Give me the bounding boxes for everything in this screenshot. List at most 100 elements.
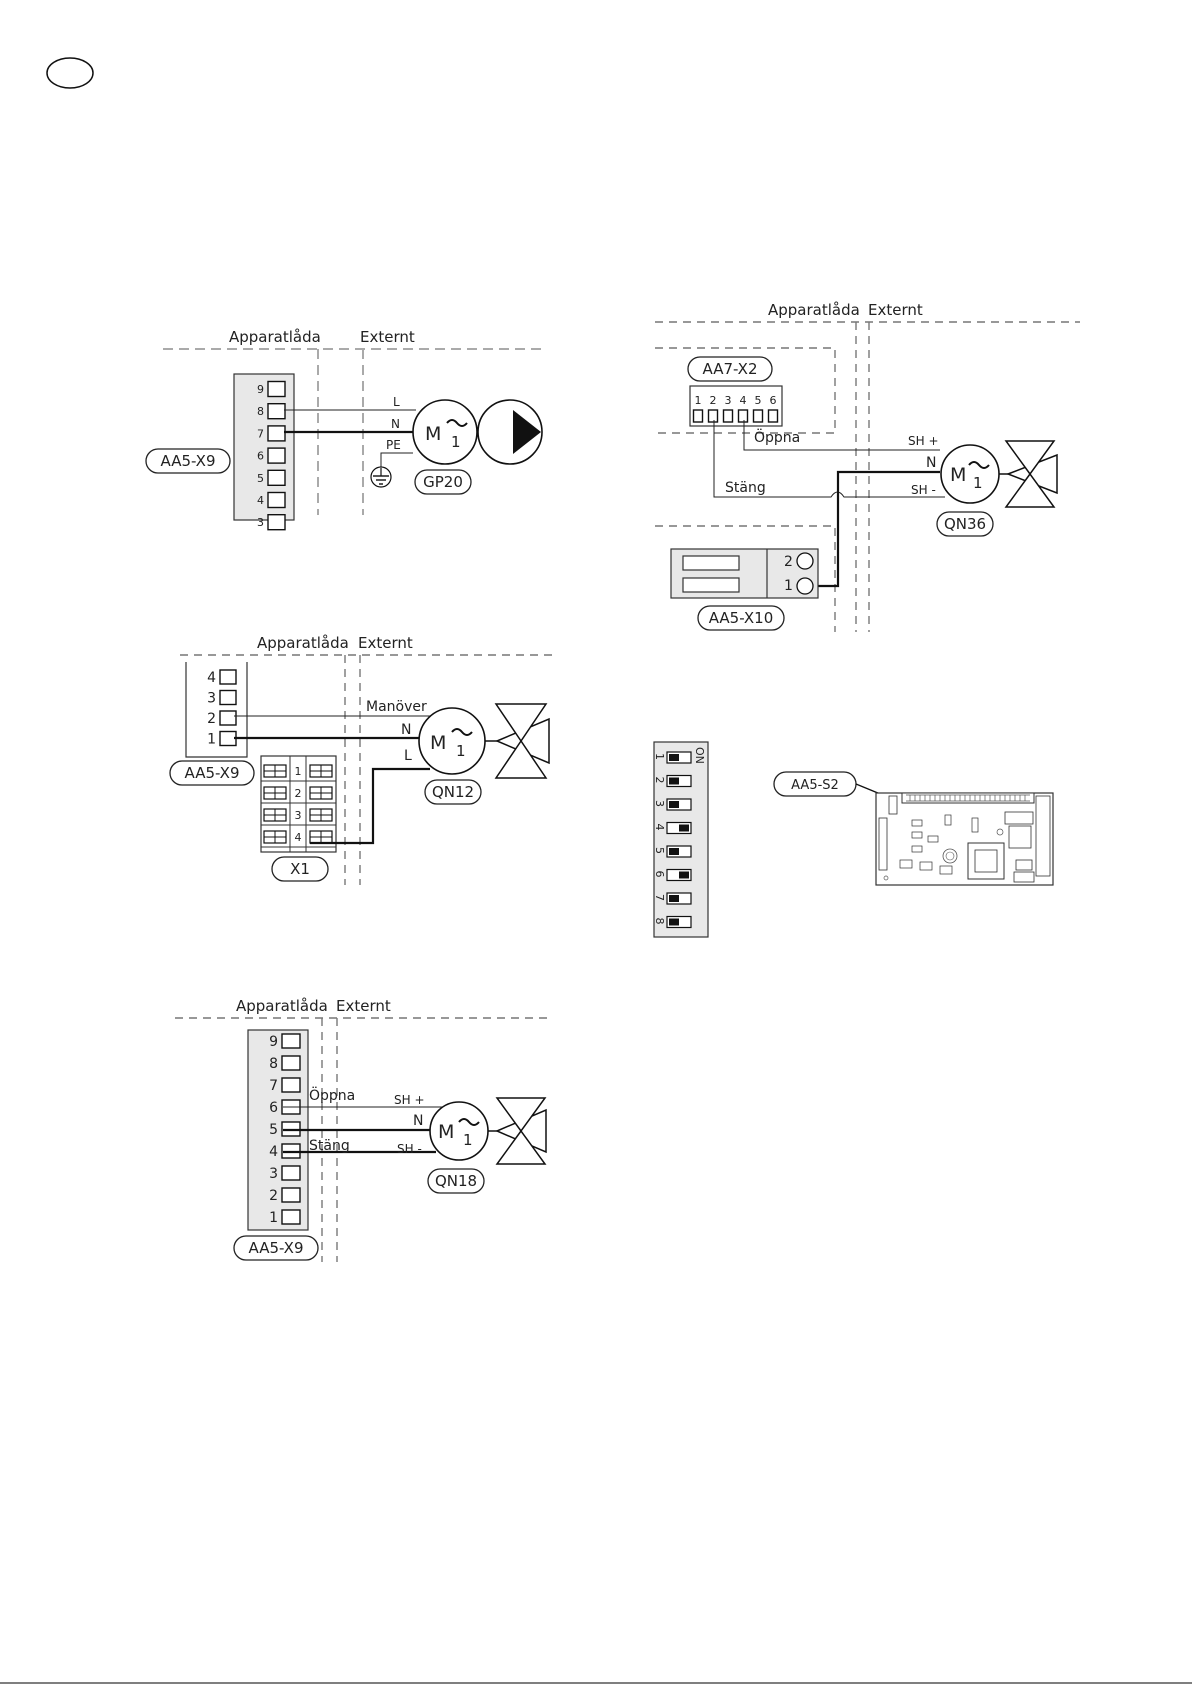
dip-position-label: 5 xyxy=(653,847,666,854)
terminal-pin-label: 3 xyxy=(207,691,216,707)
terminal-screw-icon xyxy=(281,1187,301,1203)
wire-label-oppna: Öppna xyxy=(754,428,800,446)
motor-icon: M 1 xyxy=(940,444,1000,504)
wire-l xyxy=(310,767,430,845)
motor-phase-label: 1 xyxy=(973,474,983,492)
terminal-screw-icon xyxy=(219,710,237,726)
wire-label-oppna: Öppna xyxy=(309,1086,355,1104)
dip-position-label: 2 xyxy=(653,777,666,784)
motor-phase-label: 1 xyxy=(456,742,466,760)
terminal-pin-label: 7 xyxy=(257,427,264,440)
wire-label-pe: PE xyxy=(386,438,401,452)
terminal-pin-label: 5 xyxy=(269,1122,278,1138)
zone-label-inside: Apparatlåda xyxy=(229,328,321,346)
terminal-screw-icon xyxy=(267,491,286,509)
motor-m-label: M xyxy=(430,732,446,754)
component-label-pill xyxy=(424,779,482,805)
aa7-label: AA7-X2 xyxy=(703,360,758,378)
circuit-board-icon xyxy=(875,792,1054,886)
dip-switch-knob xyxy=(669,754,679,761)
aa7-screw-icon xyxy=(767,409,779,423)
dip-position-label: 6 xyxy=(653,871,666,878)
dip-switch-block xyxy=(653,741,709,938)
x10-pin-label: 1 xyxy=(784,578,793,594)
aa7-screw-icon xyxy=(722,409,734,423)
wire-label-stang: Stäng xyxy=(309,1138,350,1154)
component-label-qn12: QN12 xyxy=(432,783,474,801)
component-label-qn18: QN18 xyxy=(435,1172,477,1190)
terminal-pin-label: 5 xyxy=(257,472,264,485)
terminal-pin-label: 9 xyxy=(269,1034,278,1050)
aa5-x10-slot xyxy=(682,555,740,571)
terminal-pin-label: 1 xyxy=(269,1210,278,1226)
x10-label: AA5-X10 xyxy=(709,609,774,627)
zone-label-outside: Externt xyxy=(360,328,415,346)
zone-label-outside: Externt xyxy=(868,301,923,319)
dip-switch-knob xyxy=(669,777,679,785)
terminal-screw-icon xyxy=(267,514,286,531)
wire-label-n: N xyxy=(926,455,936,471)
motor-phase-label: 1 xyxy=(451,433,461,451)
terminal-screw-icon xyxy=(281,1209,301,1225)
aa7-pin-label: 2 xyxy=(710,394,717,407)
motor-icon: M 1 xyxy=(412,399,478,465)
dip-switch-knob xyxy=(669,848,679,855)
pump-icon xyxy=(477,399,543,465)
wire-label-n: N xyxy=(391,417,400,431)
dip-switch-knob xyxy=(669,918,679,926)
zone-label-outside: Externt xyxy=(336,997,391,1015)
terminal-pin-label: 3 xyxy=(257,516,264,529)
wire-label-n: N xyxy=(401,722,411,738)
terminal-screw-icon xyxy=(281,1165,301,1181)
aa7-screw-icon xyxy=(692,409,704,423)
terminal-pin-label: 8 xyxy=(269,1056,278,1072)
wire-label-n: N xyxy=(413,1113,423,1129)
terminal-screw-icon xyxy=(267,425,286,442)
aa7-screw-icon xyxy=(707,409,719,423)
x1-pin-label: 3 xyxy=(295,809,302,822)
aa7-terminal-block xyxy=(689,385,783,427)
wire-stang xyxy=(713,420,945,498)
aa7-screw-icon xyxy=(752,409,764,423)
terminal-pin-label: 9 xyxy=(257,383,264,396)
terminal-pin-label: 2 xyxy=(269,1188,278,1204)
terminal-screw-icon xyxy=(281,1077,301,1093)
terminal-screw-icon xyxy=(267,403,286,420)
x10-terminal-icon xyxy=(796,552,814,570)
zone-label-inside: Apparatlåda xyxy=(257,634,349,652)
valve-icon xyxy=(999,440,1058,508)
aa7-pin-label: 5 xyxy=(755,394,762,407)
terminal-pin-label: 2 xyxy=(207,711,216,727)
motor-m-label: M xyxy=(950,464,966,486)
x1-label: X1 xyxy=(290,860,310,878)
ground-icon xyxy=(370,466,392,488)
wire-pe xyxy=(380,452,413,468)
wire-label-sh-plus: SH + xyxy=(908,434,939,448)
motor-icon: M 1 xyxy=(429,1101,489,1161)
terminal-label: AA5-X9 xyxy=(249,1239,304,1257)
dip-on-label: ON xyxy=(693,747,706,764)
terminal-screw-icon xyxy=(219,689,237,706)
board-label: AA5-S2 xyxy=(791,778,839,793)
dip-switch-knob xyxy=(679,824,689,832)
dip-switch-knob xyxy=(669,801,679,808)
terminal-pin-label: 3 xyxy=(269,1166,278,1182)
terminal-screw-icon xyxy=(281,1033,301,1049)
aa7-screw-icon xyxy=(737,409,749,423)
x1-pin-label: 2 xyxy=(295,787,302,800)
wire-label-sh-minus: SH - xyxy=(397,1142,422,1156)
component-label-pill xyxy=(936,511,994,537)
language-marker-icon xyxy=(46,57,94,89)
wire-n xyxy=(816,470,940,588)
x1-pin-label: 1 xyxy=(295,765,302,778)
dip-position-label: 7 xyxy=(653,894,666,901)
terminal-label-pill xyxy=(169,760,255,786)
zone-label-inside: Apparatlåda xyxy=(236,997,328,1015)
terminal-screw-icon xyxy=(219,730,237,747)
aa7-pin-label: 6 xyxy=(770,394,777,407)
